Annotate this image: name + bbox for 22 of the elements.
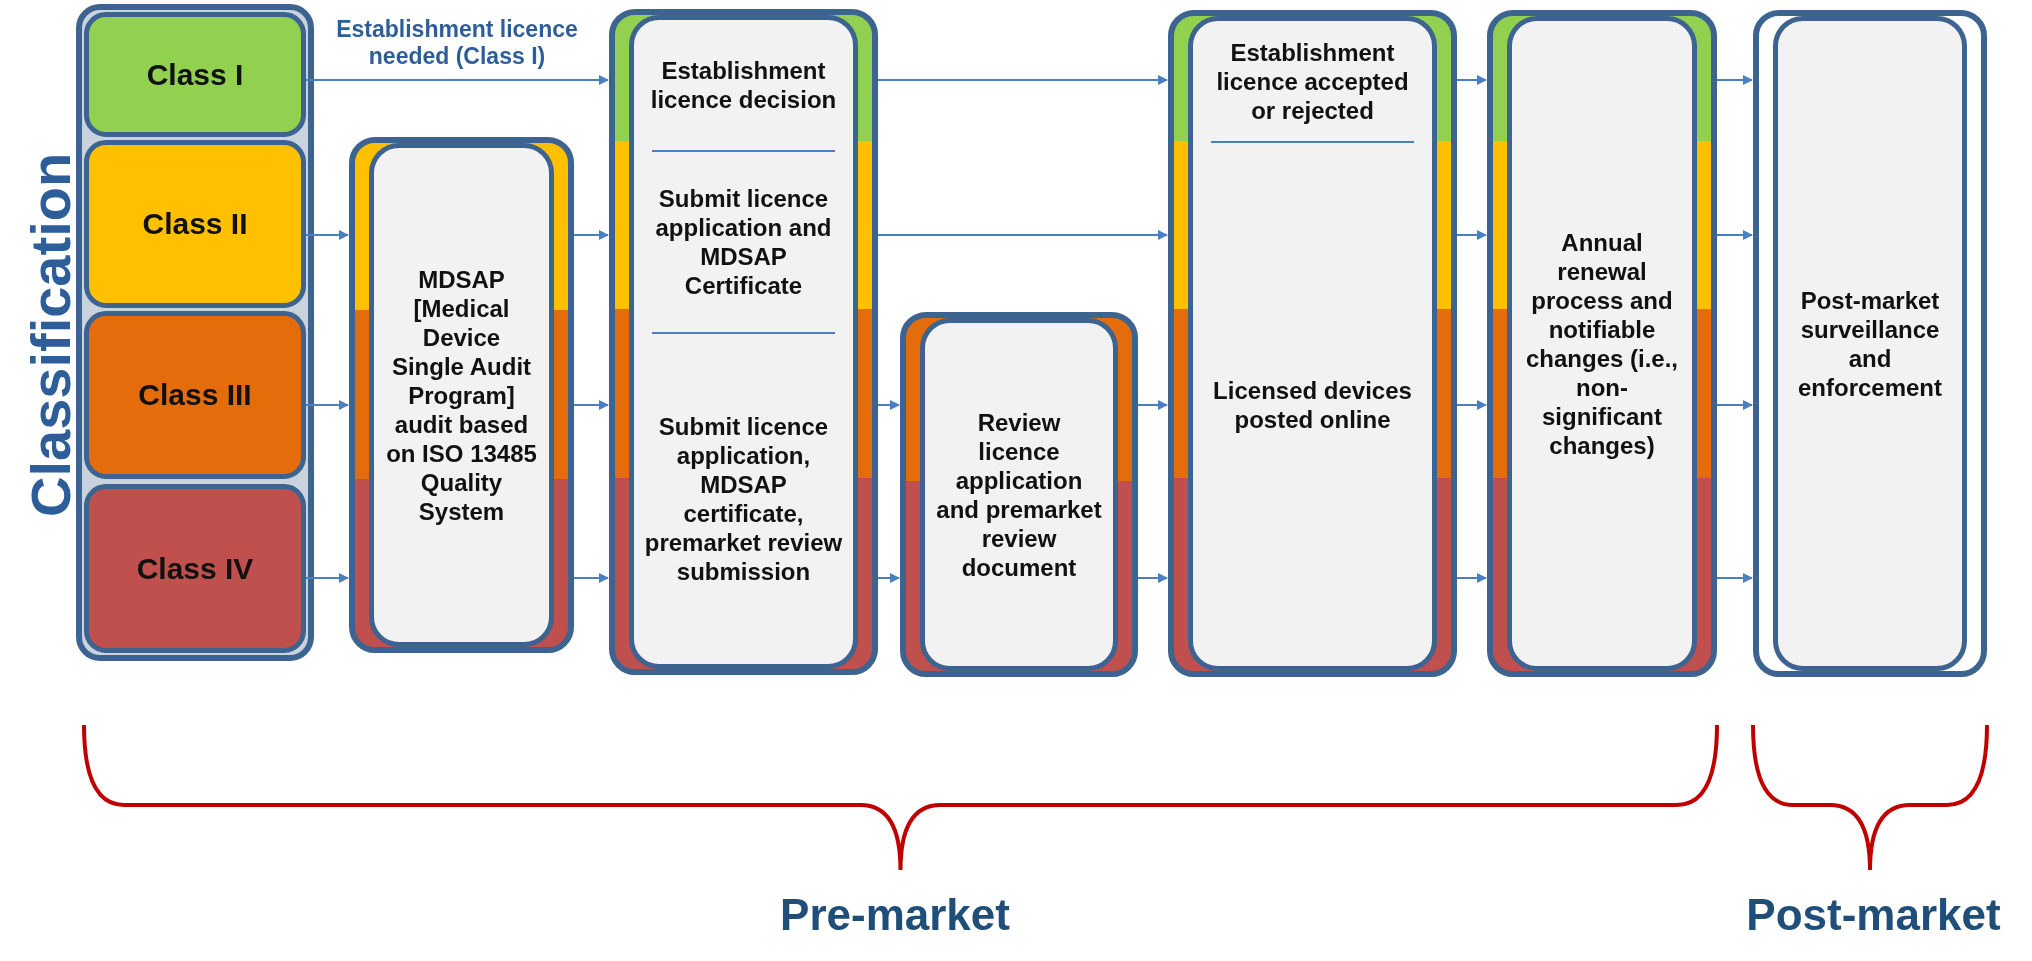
process-column bbox=[1168, 10, 1457, 677]
class-box: Class III bbox=[84, 311, 306, 479]
step-text: Licensed devices posted online bbox=[1212, 375, 1413, 434]
step-text: Review licence application and premarket review document bbox=[935, 407, 1103, 582]
class-box: Class IV bbox=[84, 484, 306, 653]
process-column bbox=[349, 137, 574, 653]
process-column bbox=[1753, 10, 1987, 677]
process-column bbox=[900, 312, 1138, 677]
phase-label: Post-market bbox=[1745, 889, 2002, 941]
class-box: Class I bbox=[84, 12, 306, 137]
class-box: Class II bbox=[84, 140, 306, 308]
step-text: Submit licence application, MDSAP certificate, premarket review submission bbox=[644, 412, 843, 586]
step-text: Post-market surveillance and enforcement bbox=[1796, 285, 1943, 402]
process-column bbox=[1487, 10, 1717, 677]
process-column bbox=[609, 9, 878, 675]
step-text: Submit licence application and MDSAP Certificate bbox=[654, 184, 833, 300]
phase-label: Pre-market bbox=[779, 889, 1011, 941]
step-text: Establishment licence accepted or rejected bbox=[1215, 37, 1410, 125]
step-text: Annual renewal process and notifiable changes (i.e., non-significant changes) bbox=[1524, 227, 1680, 460]
step-text: Establishment licence decision bbox=[649, 56, 838, 114]
step-text: MDSAP [Medical Device Single Audit Program] audit based on ISO 13485 Quality System bbox=[385, 264, 538, 526]
axis-title: Classification bbox=[17, 151, 83, 520]
